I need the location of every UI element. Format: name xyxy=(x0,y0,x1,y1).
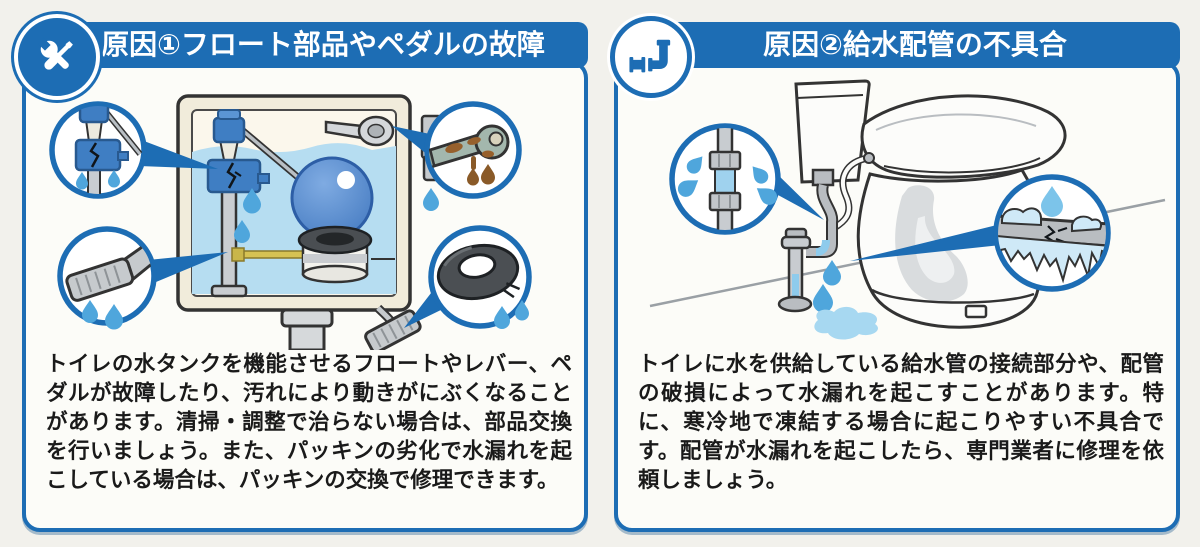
shutoff-valve-pipe xyxy=(777,227,813,313)
callout-pointer xyxy=(392,126,434,160)
callout-worn-pedal xyxy=(57,226,157,330)
supply-hose xyxy=(806,152,875,258)
water-drop xyxy=(234,220,250,243)
water-drop xyxy=(752,166,769,184)
rust-drip xyxy=(481,164,495,185)
water-drop xyxy=(756,188,778,205)
leaking-pipe-illustration xyxy=(649,79,1166,340)
puddle xyxy=(814,306,878,340)
callout-pointer xyxy=(144,252,228,287)
rust-drip xyxy=(467,168,479,186)
panel-cause-1: トイレの水タンクを機能させるフロートやレバー、ペダルが故障したり、汚れにより動き… xyxy=(22,60,588,532)
tank-supply-nut xyxy=(811,168,835,187)
ice-patch xyxy=(1071,215,1102,233)
cause-1-description: トイレの水タンクを機能させるフロートやレバー、ペダルが故障したり、汚れにより動き… xyxy=(46,352,572,493)
callout-cracked-fill-valve xyxy=(49,101,147,199)
water-drop xyxy=(108,170,120,188)
base-button xyxy=(964,304,988,319)
crack xyxy=(89,142,100,168)
toilet-lid xyxy=(860,94,1067,179)
callout-pointer xyxy=(773,170,824,220)
water-drop xyxy=(243,188,261,214)
callout-degraded-gasket xyxy=(428,225,532,329)
cause-2-description: トイレに水を供給している給水管の接続部分や、配管の破損によって水漏れを起こすこと… xyxy=(638,352,1164,493)
callout-pointer xyxy=(136,138,218,169)
callout-rusted-lever xyxy=(424,101,522,199)
water-in-elbow xyxy=(815,239,830,256)
flush-lever xyxy=(324,115,395,147)
water-drop xyxy=(494,306,510,329)
water-drop xyxy=(1041,186,1063,217)
wrench-screwdriver-icon xyxy=(14,14,100,100)
tank-cutaway-illustration xyxy=(49,94,532,350)
tank-outlet-pipe xyxy=(280,308,334,350)
water-drop xyxy=(423,188,439,211)
water-drop xyxy=(823,260,841,286)
ice-patch xyxy=(1001,207,1042,227)
water-drop xyxy=(813,284,833,313)
cause-2-title: 原因②給水配管の不具合 xyxy=(763,28,1067,61)
water-drop xyxy=(105,304,123,330)
cause-2-header: 原因②給水配管の不具合 xyxy=(650,22,1180,68)
callout-frozen-pipe xyxy=(993,174,1111,292)
panel-cause-2: トイレに水を供給している給水管の接続部分や、配管の破損によって水漏れを起こすこと… xyxy=(614,60,1180,532)
foot-pedal xyxy=(364,304,422,350)
water-drop xyxy=(677,180,699,197)
toilet-tank xyxy=(794,79,871,184)
callout-leaking-joint xyxy=(669,123,781,235)
crack xyxy=(226,162,237,189)
pipe-elbow-icon xyxy=(610,16,692,98)
water-drop xyxy=(82,300,98,323)
cause-1-header: 原因①フロート部品やペダルの故障 xyxy=(58,22,588,68)
flush-valve xyxy=(297,225,395,284)
cause-1-title: 原因①フロート部品やペダルの故障 xyxy=(101,28,545,61)
water-drop xyxy=(515,300,529,321)
callout-pointer xyxy=(850,224,1001,261)
water-drop xyxy=(686,156,703,174)
water-drop xyxy=(76,172,88,190)
